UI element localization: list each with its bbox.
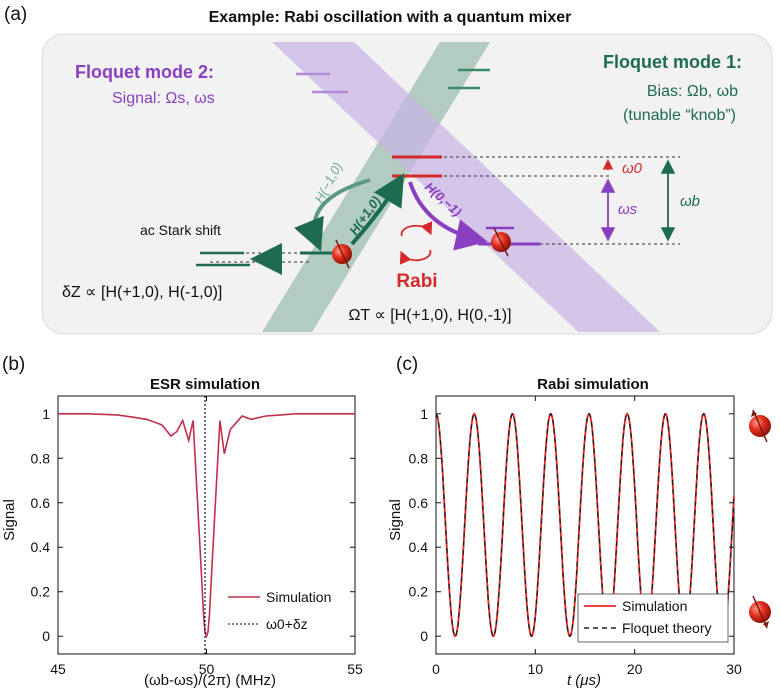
panel-c-ytick-label: 0 xyxy=(420,628,428,644)
panel-b-ytick-label: 0.2 xyxy=(31,584,51,600)
panel-b-ytick-label: 0 xyxy=(42,628,50,644)
legend-rabi-theory-label: Floquet theory xyxy=(622,620,712,636)
h-minus10-arrow xyxy=(294,178,371,252)
panel-b-ytick-label: 0.6 xyxy=(31,495,51,511)
panel-c-xtick-label: 30 xyxy=(726,661,742,677)
panel-c-legend: Simulation Floquet theory xyxy=(577,593,729,643)
omega0-label: ω0 xyxy=(622,160,643,177)
panel-c-xlabel: t (μs) xyxy=(567,672,601,689)
panel-c-xtick-label: 10 xyxy=(528,661,544,677)
esr-simulation-line xyxy=(58,413,355,639)
legend-simulation-label: Simulation xyxy=(266,589,331,605)
h-plus10-arrow xyxy=(350,173,405,246)
panel-c-xtick-label: 0 xyxy=(432,661,440,677)
floquet-mode-2-band xyxy=(272,42,660,332)
panel-c-ytick-label: 0.8 xyxy=(409,450,429,466)
panel-c-ylabel: Signal xyxy=(387,499,404,541)
panel-c-ytick-label: 0.4 xyxy=(409,539,429,555)
band-levels xyxy=(296,68,490,94)
panel-c-xtick-label: 20 xyxy=(627,661,643,677)
panel-c-title: Rabi simulation xyxy=(537,376,649,393)
panel-a-title: Example: Rabi oscillation with a quantum… xyxy=(209,9,572,26)
panel-c-axes xyxy=(435,395,735,655)
panel-b-ytick-label: 0.8 xyxy=(31,450,51,466)
panel-b-axes xyxy=(57,395,356,655)
spin-ball-right xyxy=(491,227,511,257)
rabi-arrow-bottom xyxy=(399,249,432,265)
panel-b-xtick-label: 50 xyxy=(199,661,215,677)
panel-a: (a) Example: Rabi oscillation with a qua… xyxy=(4,4,773,335)
legend-rabi-sim-label: Simulation xyxy=(622,598,687,614)
floquet-mode-1-knob: (tunable “knob”) xyxy=(623,107,736,124)
omegas-label: ωs xyxy=(618,201,638,218)
panel-b-label: (b) xyxy=(2,354,25,375)
rabi-label: Rabi xyxy=(396,271,437,292)
panel-a-label: (a) xyxy=(4,4,27,25)
panel-a-background xyxy=(41,33,773,335)
floquet-mode-2-signal: Signal: Ωs, ωs xyxy=(112,90,215,107)
omegab-label: ωb xyxy=(680,193,700,210)
spin-ball-left xyxy=(332,239,352,269)
panel-b: (b) ESR simulation Signal (ωb-ωs)/(2π) (… xyxy=(1,354,363,689)
floquet-mode-2-title: Floquet mode 2: xyxy=(75,62,214,82)
panel-c-ytick-label: 1 xyxy=(420,406,428,422)
panel-c-legend-box xyxy=(577,593,729,643)
omega-t-formula: ΩT ∝ [H(+1,0), H(0,-1)] xyxy=(348,307,511,324)
panel-b-ytick-label: 0.4 xyxy=(31,539,51,555)
ac-stark-label: ac Stark shift xyxy=(140,222,221,238)
floquet-mode-1-title: Floquet mode 1: xyxy=(603,52,742,72)
panel-b-ticks: 0 0.2 0.4 0.6 0.8 1 45 50 55 xyxy=(31,396,363,677)
panel-c: (c) Rabi simulation Signal t (μs) 0 0.2 0.… xyxy=(387,354,771,689)
panel-b-ylabel: Signal xyxy=(1,499,18,541)
panel-b-legend: Simulation ω0+δz xyxy=(228,589,331,632)
panel-c-ytick-label: 0.2 xyxy=(409,584,429,600)
panel-c-ytick-label: 0.6 xyxy=(409,495,429,511)
rabi-arrow-top xyxy=(400,221,433,237)
panel-b-title: ESR simulation xyxy=(150,376,260,393)
spin-down-icon xyxy=(749,595,771,629)
panel-b-xlabel: (ωb-ωs)/(2π) (MHz) xyxy=(144,672,276,689)
panel-b-xtick-label: 45 xyxy=(50,661,66,677)
panel-b-ytick-label: 1 xyxy=(42,406,50,422)
panel-b-xtick-label: 55 xyxy=(347,661,363,677)
floquet-mode-1-bias: Bias: Ωb, ωb xyxy=(647,83,738,100)
delta-z-formula: δZ ∝ [H(+1,0), H(-1,0)] xyxy=(62,284,222,301)
h-0minus1-arrow xyxy=(408,181,488,251)
spin-up-icon xyxy=(749,409,771,443)
panel-c-label: (c) xyxy=(396,354,418,375)
legend-resonance-label: ω0+δz xyxy=(266,616,308,632)
